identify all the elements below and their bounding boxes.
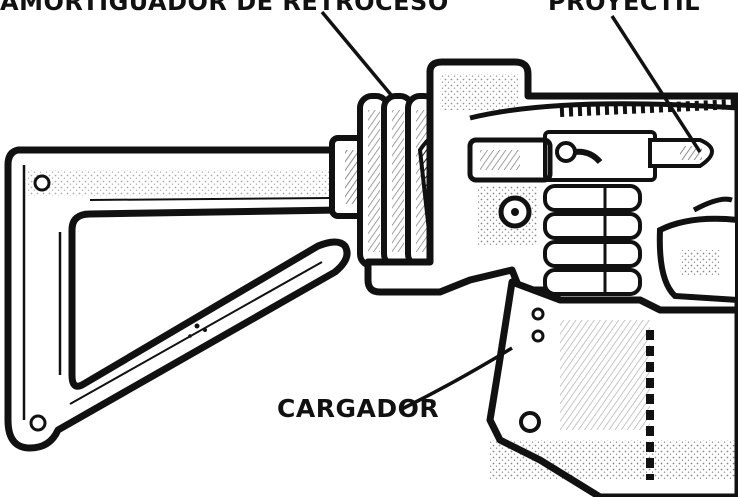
cartridge-stack [543,184,642,296]
label-recoil-absorber: AMORTIGUADOR DE RETROCESO [0,0,449,16]
folding-stock [4,146,351,452]
label-magazine: CARGADOR [277,394,440,423]
leader-line-recoil [320,10,394,98]
label-projectile: PROYECTIL [548,0,701,16]
trigger-guard [656,196,738,304]
magazine-housing [486,278,738,497]
magazine-rivet [519,411,541,433]
projectile [648,138,714,168]
bolt-screw [555,141,577,163]
leader-line-projectile [610,15,702,153]
bolt-assembly [467,130,657,183]
stock-rivet-bottom [29,414,47,432]
stock-rivet-top [33,174,51,192]
leader-line-magazine [399,346,513,412]
